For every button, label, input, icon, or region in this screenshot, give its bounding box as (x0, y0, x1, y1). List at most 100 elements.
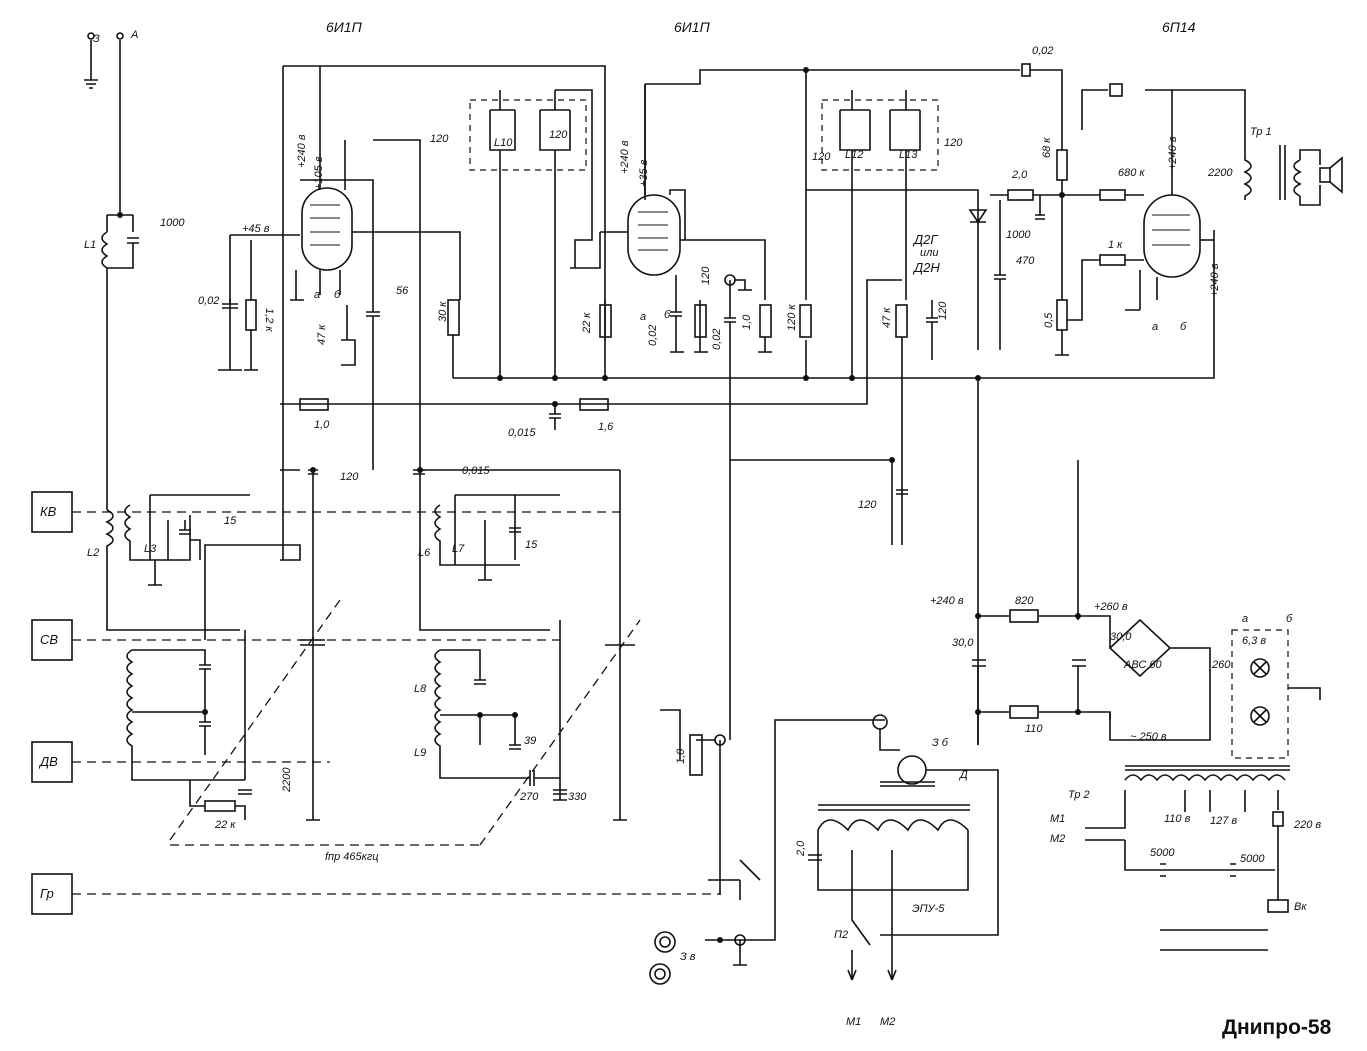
junction-dots (117, 67, 1081, 943)
cap-120-e: 120 (937, 301, 949, 320)
pin-b-t3: б (1180, 321, 1187, 333)
diode-label: Д2Г (912, 232, 938, 247)
tap-127: 127 в (1210, 815, 1237, 827)
coil-l3-label: L3 (144, 543, 157, 555)
tap-110: 110 в (1164, 813, 1191, 825)
coil-l13-label: L13 (899, 149, 918, 161)
cap-20: 2,0 (795, 840, 807, 857)
diode-or-label: или (920, 247, 938, 259)
cap-260: 260 (1211, 659, 1231, 671)
motor-m2b-label: М2 (880, 1016, 895, 1028)
cap-5000-b: 5000 (1240, 853, 1265, 865)
voltage-240-t2: +240 в (619, 140, 631, 174)
pickup-d-label: Д (958, 769, 968, 781)
tube-3-label: 6П14 (1162, 19, 1196, 35)
voltage-240-t3b: +240 в (1209, 263, 1221, 297)
res-680k: 680 к (1118, 167, 1145, 179)
cap-15-a: 15 (224, 515, 237, 527)
cap-120-c: 120 (812, 151, 831, 163)
cap-1000-label: 1000 (160, 217, 185, 229)
coil-l6-label: L6 (418, 547, 431, 559)
cap-2200: 2200 (1207, 167, 1233, 179)
res-120: 120 (700, 266, 712, 285)
res-1k: 1 к (1108, 239, 1123, 251)
cap-0015-b: 0,015 (462, 465, 490, 477)
transformer-2-label: Тр 2 (1068, 789, 1090, 801)
cap-1000-b: 1000 (1006, 229, 1031, 241)
res-12k: 1,2 к (263, 308, 275, 332)
res-47k: 47 к (316, 324, 328, 345)
res-22k-b: 22 к (214, 819, 236, 831)
cap-15-b: 15 (525, 539, 538, 551)
pin-a-t3: а (1152, 321, 1158, 333)
tap-220: 220 в (1293, 819, 1321, 831)
pin-a-lamp: а (1242, 613, 1248, 625)
motor-m1b-label: М1 (846, 1016, 861, 1028)
tube-2-label: 6И1П (674, 19, 711, 35)
pin-b-t2: б (664, 309, 671, 321)
voltage-260: +260 в (1094, 601, 1128, 613)
cap-120-g: 120 (858, 499, 877, 511)
cap-2200-b: 2200 (281, 767, 293, 793)
cap-39: 39 (524, 735, 536, 747)
model-title: Днипро-58 (1222, 1016, 1332, 1039)
cap-002-a: 0,02 (198, 295, 219, 307)
pickup-zv-label: З в (680, 951, 696, 963)
res-110: 110 (1025, 723, 1043, 735)
power-switch-label: Вк (1294, 901, 1307, 913)
agc-lines: 1,0 1,6 0,015 120 (299, 398, 908, 511)
if-transformer-1: L10 120 (469, 89, 593, 378)
coil-l8-label: L8 (414, 683, 427, 695)
pickup-zb-label: З б (932, 737, 949, 749)
tube-3: 6П14 0,02 2,0 68 к 680 к 2200 1000 470 1… (990, 19, 1246, 356)
band-dv-label: ДВ (38, 754, 58, 769)
voltage-63: 6,3 в (1242, 635, 1266, 647)
cap-002-d: 0,02 (1032, 45, 1053, 57)
res-47k-b: 47 к (881, 307, 893, 328)
pot-05: 0,5 (1043, 312, 1055, 328)
cap-120-f: 120 (340, 471, 359, 483)
res-68k: 68 к (1041, 137, 1053, 158)
band-kv-label: КВ (40, 504, 57, 519)
res-2: 2,0 (1011, 169, 1028, 181)
cap-10: 1,0 (741, 314, 753, 330)
voltage-35: +35 в (638, 159, 650, 187)
cap-30-a: 30,0 (952, 637, 974, 649)
voltage-45: +45 в (242, 223, 270, 235)
cap-5000-a: 5000 (1150, 847, 1175, 859)
cap-330: 330 (568, 791, 587, 803)
voltage-240-t3: +240 в (1167, 136, 1179, 170)
tube-1: 6И1П +240 в +105 в +45 в 0,02 1,2 к 47 к… (198, 19, 461, 470)
cap-270: 270 (519, 791, 539, 803)
switch-p2-label: П2 (834, 929, 848, 941)
pot-10-b: 1,0 (675, 748, 687, 764)
band-gr-label: Гр (40, 886, 54, 901)
pin-a-t1: а (314, 289, 320, 301)
if-transformer-2: L12 L13 120 47 к 120 Д2Г или Д2Н (821, 90, 988, 545)
coil-l10-label: L10 (494, 137, 513, 149)
bus-wires (280, 65, 1215, 745)
voltage-105: +105 в (313, 156, 325, 190)
cap-470: 470 (1016, 255, 1035, 267)
output-stage: Тр 1 (1243, 126, 1343, 206)
motor-m2-label: М2 (1050, 833, 1065, 845)
rf-input: КВ СВ ДВ Гр L2 L3 15 22 к 120 2200 0,015 (31, 465, 720, 915)
motor-m1-label: М1 (1050, 813, 1065, 825)
epu-label: ЭПУ-5 (912, 903, 945, 915)
coil-l7-label: L7 (452, 543, 465, 555)
diode-2-label: Д2Н (912, 260, 940, 275)
coil-l12-label: L12 (845, 149, 863, 161)
cap-002-c: 0,02 (711, 329, 723, 350)
cap-120-b: 120 (549, 129, 568, 141)
tube-1-label: 6И1П (326, 19, 363, 35)
res-30k: 30 к (437, 301, 449, 322)
tube-2: 6И1П +240 в +35 в 22 к 0,02 120 1,0 0,02… (570, 19, 831, 420)
coil-l1-label: L1 (84, 239, 96, 251)
voltage-240-ps: +240 в (930, 595, 964, 607)
cap-120-a: 120 (430, 133, 449, 145)
res-820: 820 (1015, 595, 1034, 607)
pin-b-t1: б (334, 289, 341, 301)
res-22k: 22 к (581, 312, 593, 334)
band-sv-label: СВ (40, 632, 58, 647)
